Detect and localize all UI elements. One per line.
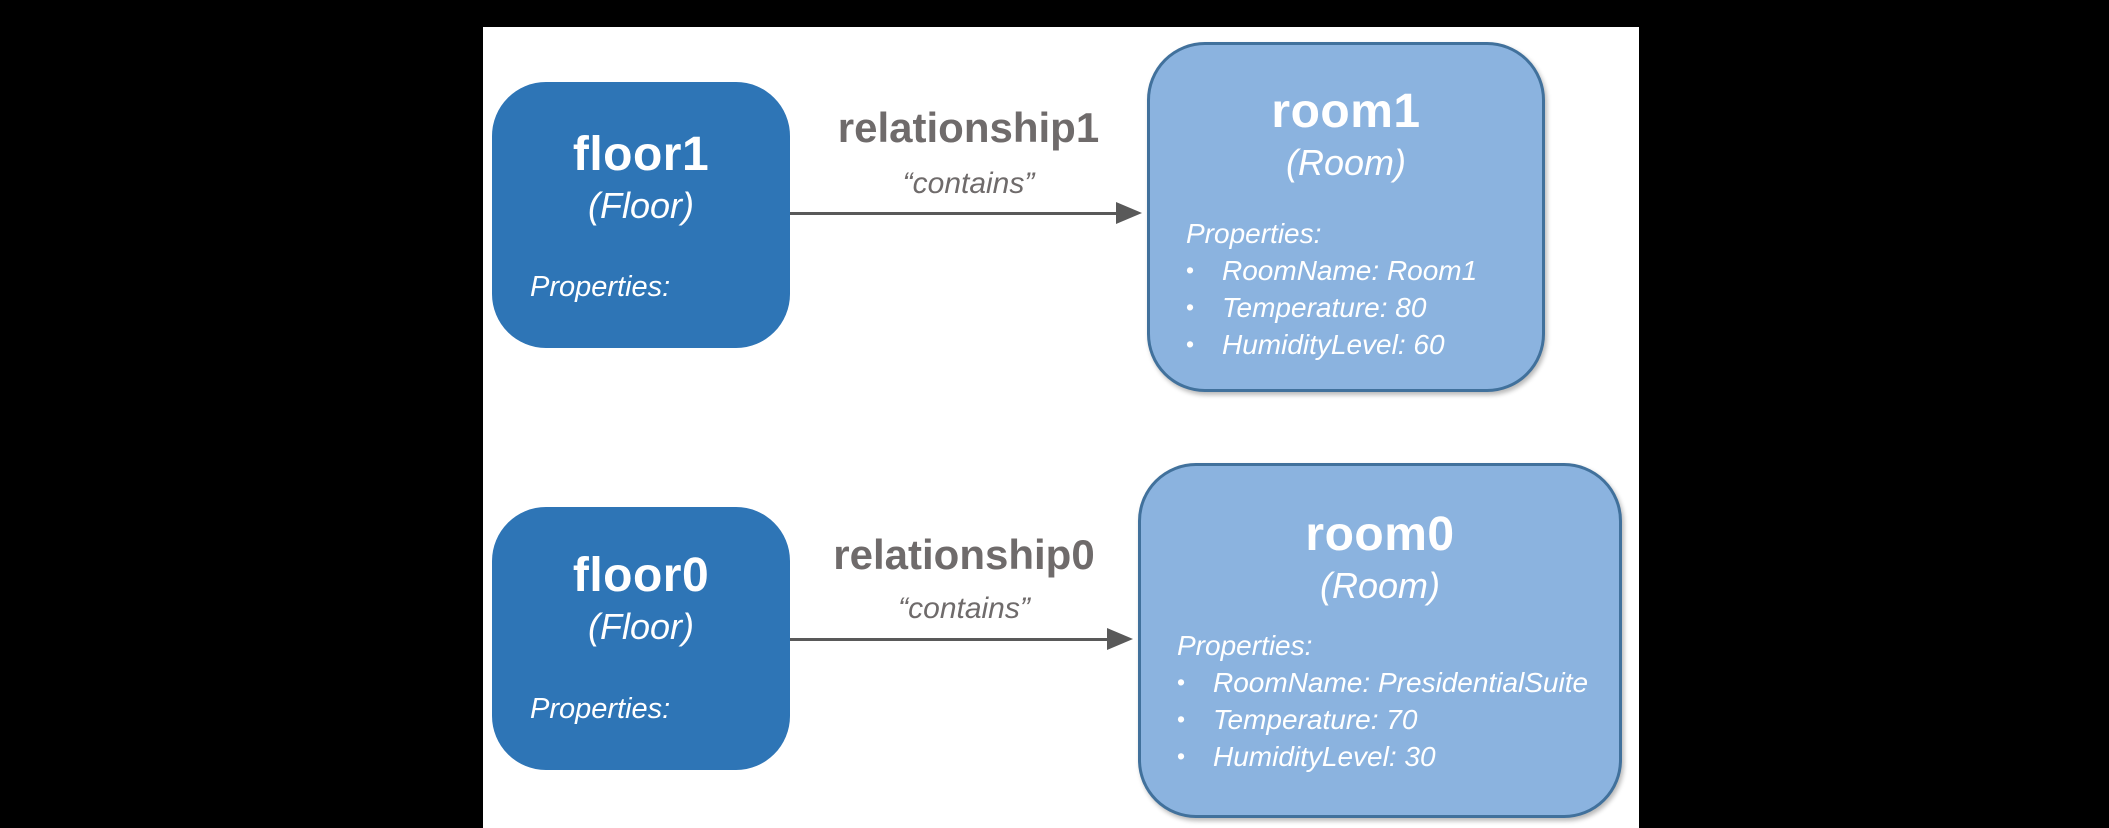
relationship0-arrow-line xyxy=(790,638,1108,641)
bullet-icon: • xyxy=(1177,743,1186,769)
floor1-node: floor1 (Floor) Properties: xyxy=(492,82,790,348)
floor0-properties-label: Properties: xyxy=(530,693,671,725)
relationship1-arrow-line xyxy=(790,212,1117,215)
relationship0-name: relationship0 xyxy=(833,531,1095,578)
bullet-icon: • xyxy=(1186,257,1195,283)
relationship1-arrowhead-icon xyxy=(1116,202,1142,224)
floor0-node: floor0 (Floor) Properties: xyxy=(492,507,790,770)
room0-properties-label: Properties: xyxy=(1177,630,1313,661)
bullet-icon: • xyxy=(1186,331,1195,357)
relationship0-arrowhead-icon xyxy=(1107,628,1133,650)
bullet-icon: • xyxy=(1177,706,1186,732)
room0-property-roomname: • RoomName: PresidentialSuite xyxy=(1177,664,1603,701)
room1-property-humidity: • HumidityLevel: 60 xyxy=(1186,326,1526,363)
room1-property-roomname-text: RoomName: Room1 xyxy=(1222,255,1478,286)
floor1-title: floor1 xyxy=(572,128,710,181)
room0-properties: Properties: • RoomName: PresidentialSuit… xyxy=(1141,627,1619,815)
floor0-title: floor0 xyxy=(572,549,710,602)
room0-property-roomname-text: RoomName: PresidentialSuite xyxy=(1213,667,1589,698)
room1-properties-label: Properties: xyxy=(1186,218,1322,249)
room1-property-roomname: • RoomName: Room1 xyxy=(1186,252,1526,289)
room0-node: room0 (Room) Properties: • RoomName: Pre… xyxy=(1138,463,1622,818)
bullet-icon: • xyxy=(1177,669,1186,695)
relationship1-verb: “contains” xyxy=(902,167,1035,200)
room0-property-humidity-text: HumidityLevel: 30 xyxy=(1213,741,1436,772)
room1-model-type: (Room) xyxy=(1285,141,1406,183)
room0-property-temperature: • Temperature: 70 xyxy=(1177,701,1603,738)
floor1-properties-label: Properties: xyxy=(530,271,671,303)
room0-property-humidity: • HumidityLevel: 30 xyxy=(1177,738,1603,775)
room0-model-type: (Room) xyxy=(1319,564,1440,606)
room1-node: room1 (Room) Properties: • RoomName: Roo… xyxy=(1147,42,1545,392)
floor1-model-type: (Floor) xyxy=(588,184,694,226)
room1-property-humidity-text: HumidityLevel: 60 xyxy=(1222,329,1445,360)
relationship0-verb: “contains” xyxy=(898,592,1030,625)
room1-property-temperature-text: Temperature: 80 xyxy=(1222,292,1427,323)
room0-property-temperature-text: Temperature: 70 xyxy=(1213,704,1418,735)
room1-title: room1 xyxy=(1271,85,1421,138)
bullet-icon: • xyxy=(1186,294,1195,320)
relationship1-name: relationship1 xyxy=(837,104,1100,151)
room1-properties: Properties: • RoomName: Room1 • Temperat… xyxy=(1150,215,1542,389)
room1-property-temperature: • Temperature: 80 xyxy=(1186,289,1526,326)
room0-title: room0 xyxy=(1305,508,1455,561)
floor0-model-type: (Floor) xyxy=(588,605,694,647)
